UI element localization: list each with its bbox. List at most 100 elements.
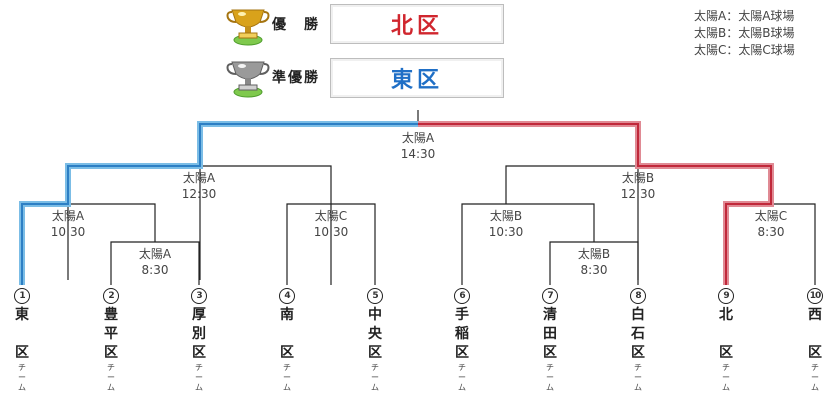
gold-trophy-icon <box>226 9 270 46</box>
match-semi-left: 太陽A 12:30 <box>182 170 217 202</box>
team-suffix: ー <box>546 373 554 382</box>
team-char: 区 <box>368 345 382 361</box>
team-suffix: ー <box>634 373 642 382</box>
team-10: 10 西 区 チ ー ム <box>803 288 827 393</box>
match-time: 10:30 <box>313 225 349 239</box>
team-char: 別 <box>192 326 206 342</box>
team-number: 1 <box>14 288 30 304</box>
team-suffix: ー <box>283 373 291 382</box>
match-venue: 太陽A <box>182 171 216 185</box>
team-number: 5 <box>367 288 383 304</box>
legend-item: 太陽B：太陽B球場 <box>694 26 795 40</box>
team-suffix: チ <box>546 363 554 372</box>
team-char: 央 <box>368 326 382 342</box>
team-suffix: ー <box>371 373 379 382</box>
team-3: 3 厚 別 区 チ ー ム <box>187 288 211 393</box>
team-char: 平 <box>104 326 118 342</box>
match-final: 太陽A 14:30 <box>401 130 436 162</box>
match-venue: 太陽B <box>489 209 523 223</box>
match-venue: 太陽B <box>621 171 655 185</box>
team-char: 区 <box>455 345 469 361</box>
match-venue: 太陽B <box>577 247 611 261</box>
team-char: 中 <box>368 307 382 323</box>
team-char: 東 <box>15 307 29 323</box>
match-venue: 太陽A <box>401 131 435 145</box>
winner-team-box: 北区 <box>330 4 504 44</box>
team-4: 4 南 区 チ ー ム <box>275 288 299 393</box>
team-2: 2 豊 平 区 チ ー ム <box>99 288 123 393</box>
team-char: 西 <box>808 307 822 323</box>
team-number: 7 <box>542 288 558 304</box>
team-suffix: ー <box>18 373 26 382</box>
team-suffix: チ <box>18 363 26 372</box>
team-number: 10 <box>807 288 823 304</box>
team-5: 5 中 央 区 チ ー ム <box>363 288 387 393</box>
team-suffix: チ <box>811 363 819 372</box>
team-char: 清 <box>543 307 557 323</box>
team-char: 石 <box>631 326 645 342</box>
runnerup-team-box: 東区 <box>330 58 504 98</box>
match-semi-right: 太陽B 12:30 <box>621 170 656 202</box>
team-char: 稲 <box>455 326 469 342</box>
venue-legend: 太陽A：太陽A球場 太陽B：太陽B球場 太陽C：太陽C球場 <box>694 8 795 59</box>
team-suffix: ー <box>458 373 466 382</box>
match-q-right2: 太陽C 8:30 <box>755 208 787 240</box>
match-time: 8:30 <box>757 225 785 239</box>
match-time: 8:30 <box>141 263 169 277</box>
winner-label: 優 勝 <box>272 17 320 33</box>
team-9: 9 北 区 チ ー ム <box>714 288 738 393</box>
match-time: 8:30 <box>580 263 608 277</box>
team-char: 白 <box>631 307 645 323</box>
team-char: 区 <box>280 345 294 361</box>
match-q-left2: 太陽C 10:30 <box>314 208 349 240</box>
team-suffix: ム <box>722 383 730 392</box>
team-suffix: チ <box>458 363 466 372</box>
team-8: 8 白 石 区 チ ー ム <box>626 288 650 393</box>
team-char: 厚 <box>192 307 206 323</box>
team-char: 区 <box>808 345 822 361</box>
team-number: 8 <box>630 288 646 304</box>
runnerup-label: 準優勝 <box>272 70 320 86</box>
team-char: 区 <box>104 345 118 361</box>
team-suffix: チ <box>722 363 730 372</box>
team-suffix: ム <box>546 383 554 392</box>
team-char: 豊 <box>104 307 118 323</box>
team-suffix: チ <box>371 363 379 372</box>
team-char: 区 <box>15 345 29 361</box>
match-venue: 太陽A <box>138 247 172 261</box>
team-number: 9 <box>718 288 734 304</box>
match-time: 14:30 <box>400 147 436 161</box>
team-6: 6 手 稲 区 チ ー ム <box>450 288 474 393</box>
match-time: 12:30 <box>181 187 217 201</box>
match-venue: 太陽A <box>51 209 85 223</box>
team-char: 区 <box>192 345 206 361</box>
team-suffix: チ <box>283 363 291 372</box>
match-venue: 太陽C <box>314 209 348 223</box>
team-char: 区 <box>631 345 645 361</box>
team-number: 3 <box>191 288 207 304</box>
match-q-right1-sub: 太陽B 8:30 <box>578 246 610 278</box>
match-venue: 太陽C <box>754 209 788 223</box>
team-char: 北 <box>719 307 733 323</box>
team-suffix: ム <box>811 383 819 392</box>
team-7: 7 清 田 区 チ ー ム <box>538 288 562 393</box>
team-suffix: ー <box>811 373 819 382</box>
team-suffix: ム <box>18 383 26 392</box>
match-time: 10:30 <box>488 225 524 239</box>
team-suffix: ム <box>634 383 642 392</box>
team-suffix: ー <box>107 373 115 382</box>
match-time: 12:30 <box>620 187 656 201</box>
team-char: 区 <box>719 345 733 361</box>
legend-item: 太陽A：太陽A球場 <box>694 9 795 23</box>
silver-trophy-icon <box>226 61 270 98</box>
team-suffix: ー <box>195 373 203 382</box>
team-suffix: ー <box>722 373 730 382</box>
match-first-round: 太陽A 8:30 <box>139 246 171 278</box>
match-q-left1: 太陽A 10:30 <box>51 208 86 240</box>
legend-item: 太陽C：太陽C球場 <box>694 43 795 57</box>
team-char: 田 <box>543 326 557 342</box>
team-number: 6 <box>454 288 470 304</box>
team-suffix: ム <box>458 383 466 392</box>
match-time: 10:30 <box>50 225 86 239</box>
